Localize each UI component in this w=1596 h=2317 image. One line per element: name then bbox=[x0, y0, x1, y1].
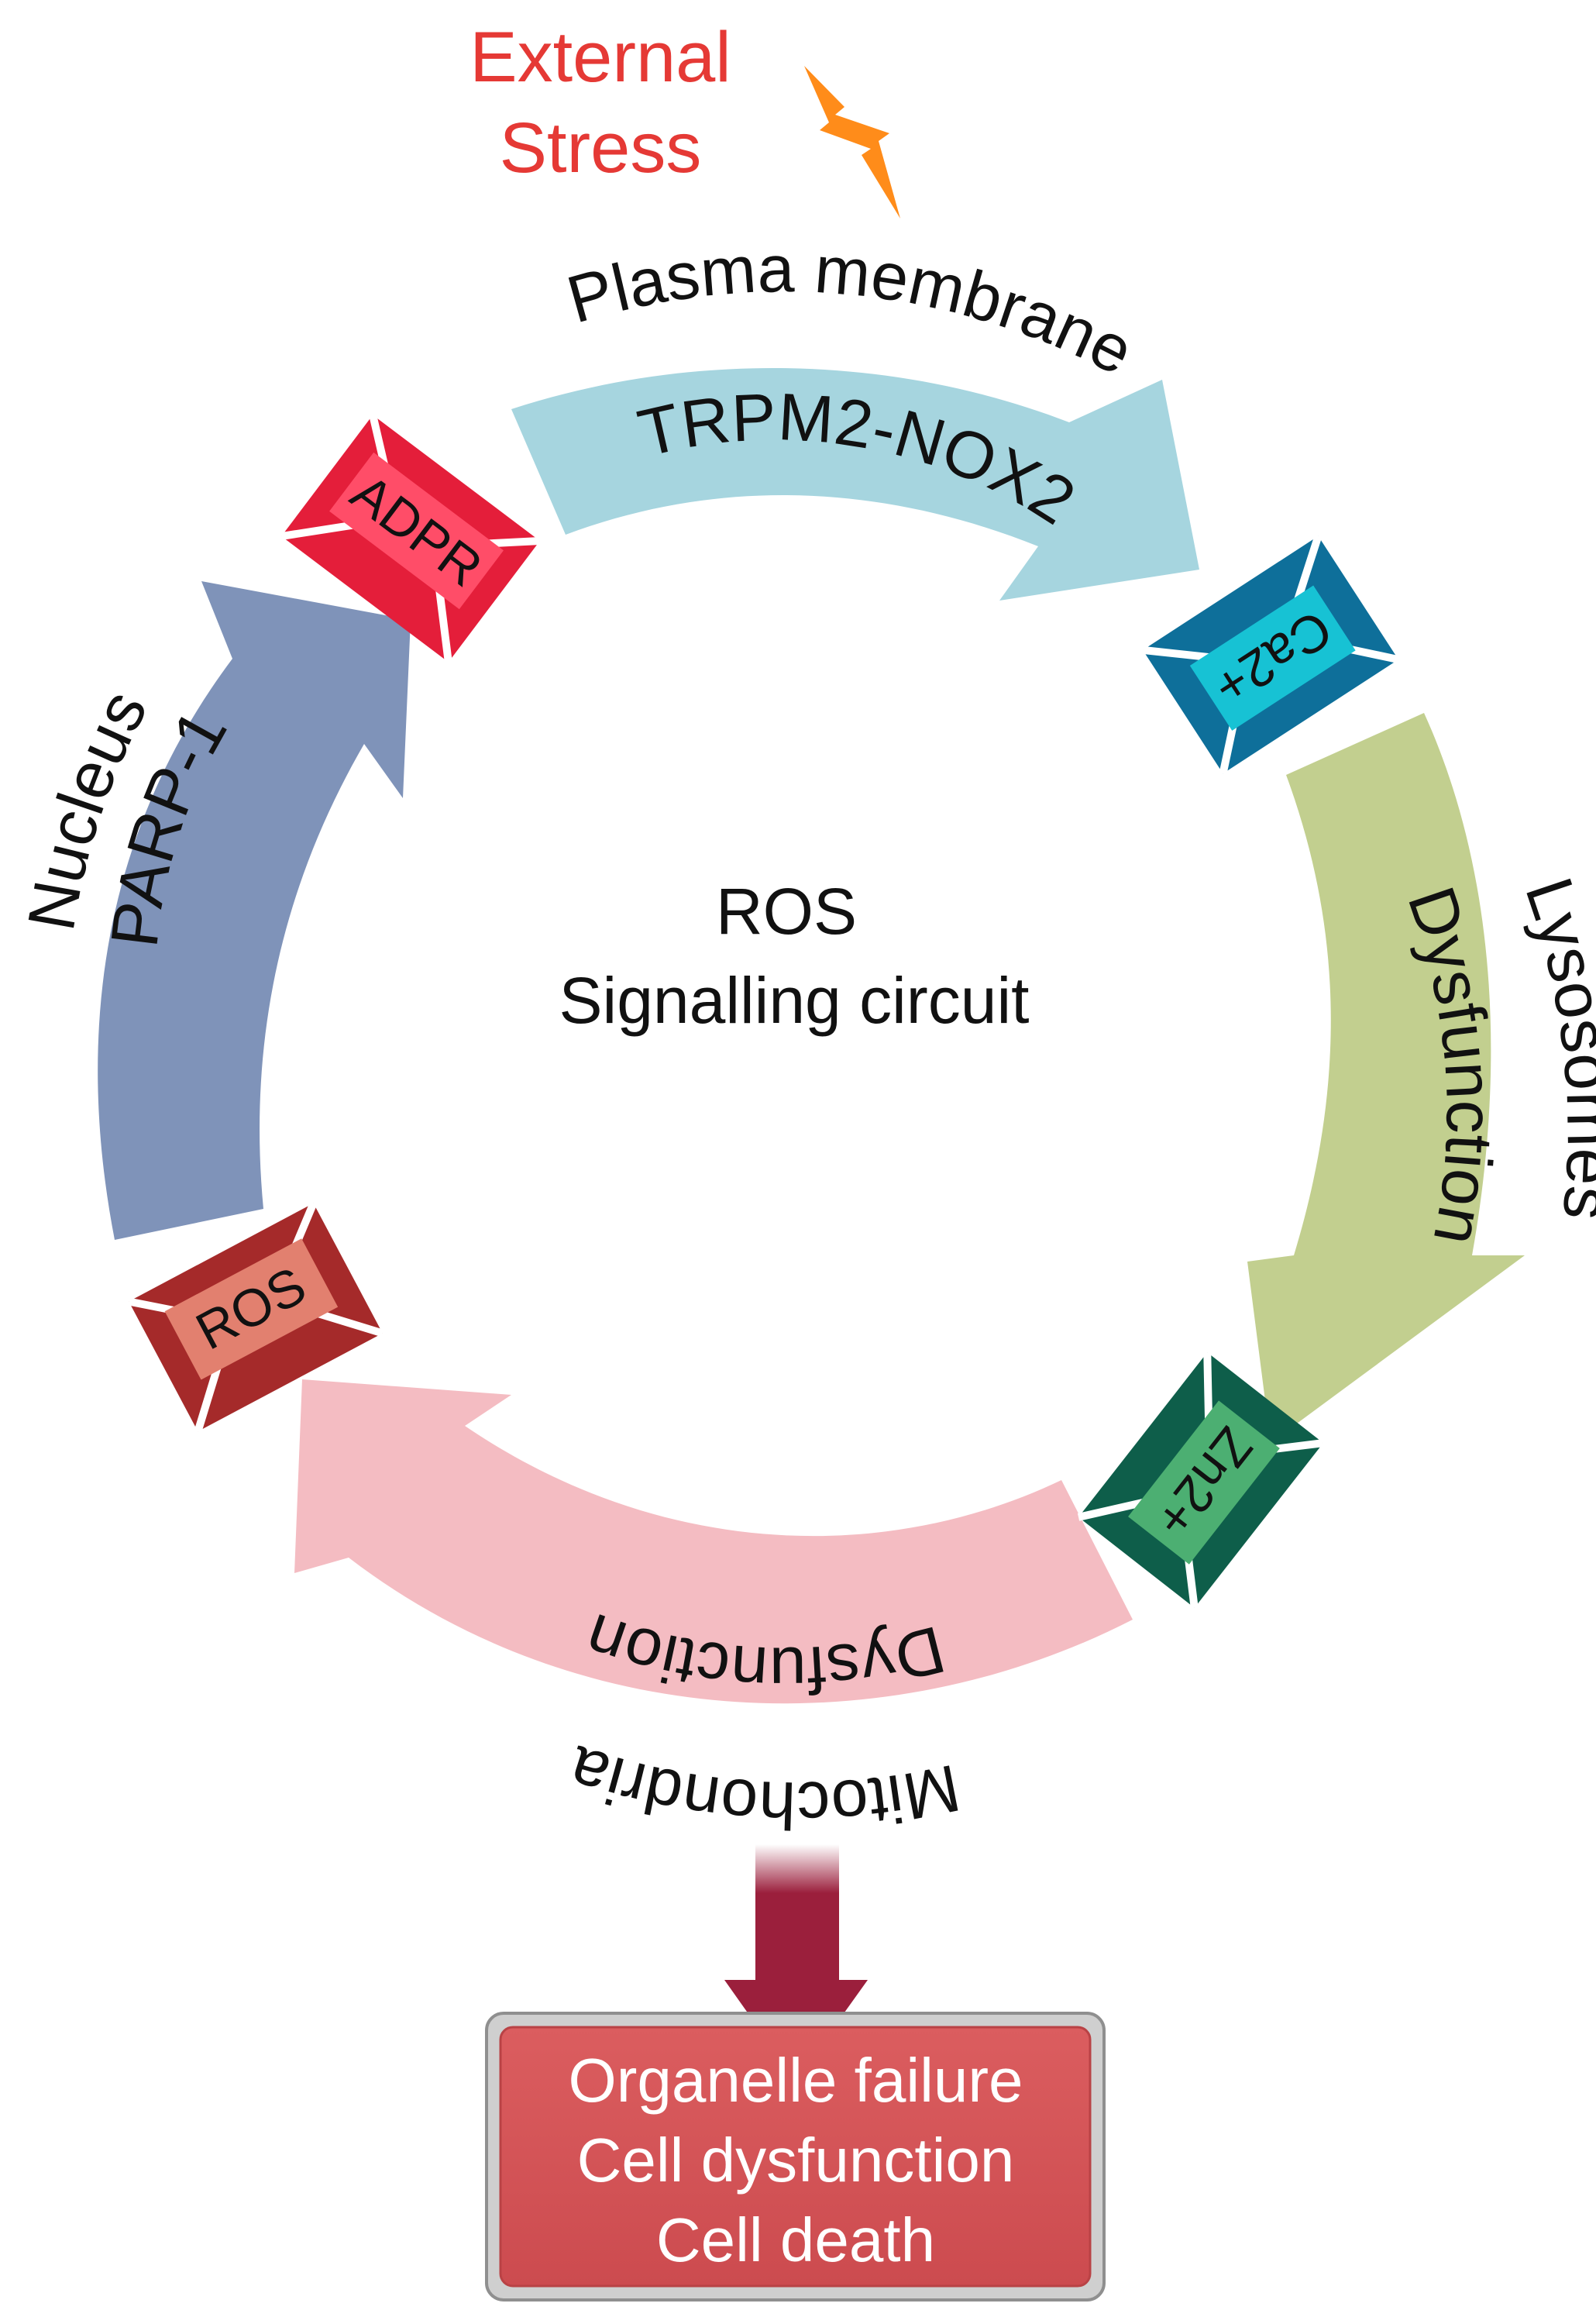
outcome-line-1: Organelle failure bbox=[569, 2046, 1023, 2115]
plasma-organelle-label: Plasma membrane bbox=[559, 232, 1144, 389]
lysosome-arrow: Lysosomes Dysfunction bbox=[1247, 713, 1596, 1443]
lightning-bolt-icon bbox=[804, 66, 900, 219]
outcome-line-2: Cell dysfunction bbox=[577, 2126, 1015, 2195]
stress-line2: Stress bbox=[500, 108, 702, 188]
lysosome-arrow-shape bbox=[1247, 713, 1525, 1443]
external-stress: External Stress bbox=[470, 18, 900, 219]
ros-tag bbox=[164, 1238, 339, 1380]
mitochondria-organelle-label: Mitochondria bbox=[560, 1731, 966, 1842]
center-line1: ROS bbox=[716, 875, 857, 948]
ca-envelope: Ca2+ bbox=[1142, 535, 1400, 775]
center-line2: Signalling circuit bbox=[559, 964, 1030, 1037]
adpr-envelope: ADPR bbox=[280, 414, 541, 663]
plasma-process-label: TRPM2-NOX2 bbox=[631, 380, 1087, 539]
ros-envelope: ROS bbox=[128, 1201, 384, 1433]
nucleus-arrow-shape bbox=[98, 581, 411, 1240]
stress-line1: External bbox=[470, 18, 731, 97]
ca-tag bbox=[1189, 585, 1356, 731]
plasma-membrane-arrow: Plasma membrane TRPM2-NOX2 bbox=[511, 232, 1199, 601]
mitochondria-arrow-shape bbox=[294, 1379, 1133, 1704]
zn-tag bbox=[1128, 1400, 1280, 1565]
plasma-arrow-shape bbox=[511, 367, 1199, 601]
center-label: ROS Signalling circuit bbox=[559, 875, 1030, 1037]
adpr-tag bbox=[329, 452, 504, 610]
lysosome-organelle-label: Lysosomes bbox=[1511, 869, 1596, 1223]
outcome-box: Organelle failure Cell dysfunction Cell … bbox=[485, 2012, 1106, 2302]
outcome-line-3: Cell death bbox=[656, 2205, 935, 2274]
nucleus-arrow: PARP-1 Nucleus bbox=[14, 581, 411, 1240]
mitochondria-arrow: Dysfunction Mitochondria bbox=[294, 1379, 1133, 1842]
zn-envelope: Zn2+ bbox=[1077, 1352, 1324, 1609]
